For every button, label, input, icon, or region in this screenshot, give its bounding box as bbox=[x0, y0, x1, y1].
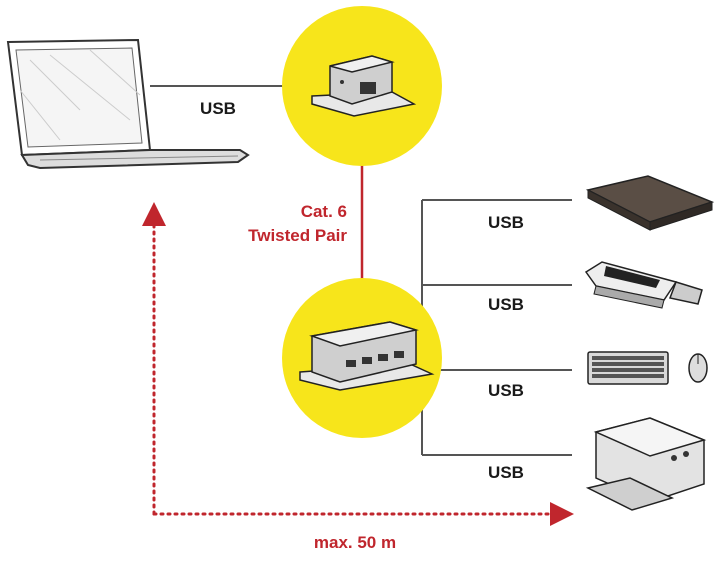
distance-label: max. 50 m bbox=[314, 533, 396, 552]
cable-label-cat6: Cat. 6 bbox=[301, 202, 347, 221]
usb-label-printer: USB bbox=[488, 463, 524, 482]
usb-label-keyboard: USB bbox=[488, 381, 524, 400]
cable-label-twisted-pair: Twisted Pair bbox=[248, 226, 347, 245]
mouse-icon bbox=[688, 353, 708, 383]
keyboard-icon bbox=[587, 351, 669, 385]
hard-drive-icon bbox=[585, 175, 715, 231]
card-reader-icon bbox=[584, 261, 703, 309]
usb-label-laptop: USB bbox=[200, 99, 236, 118]
usb-label-card-reader: USB bbox=[488, 295, 524, 314]
printer-icon bbox=[585, 417, 707, 511]
transmitter-icon bbox=[311, 55, 417, 117]
receiver-hub-icon bbox=[299, 321, 435, 391]
laptop-icon bbox=[6, 38, 250, 170]
usb-label-hard-drive: USB bbox=[488, 213, 524, 232]
distance-indicator bbox=[142, 202, 574, 526]
